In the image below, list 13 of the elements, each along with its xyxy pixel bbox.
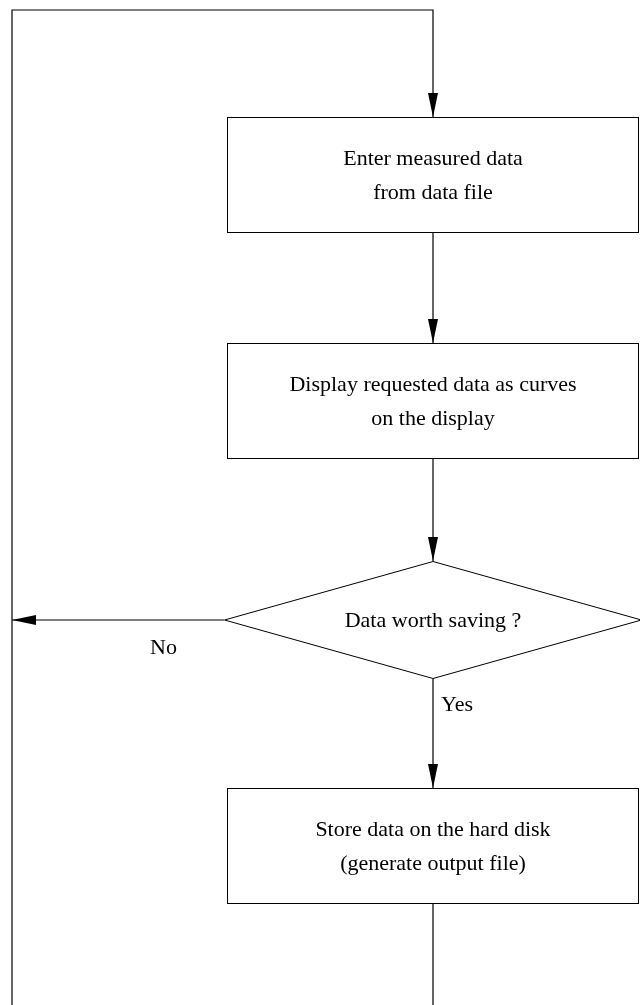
arrow: [11, 9, 438, 1005]
arrow: [11, 615, 225, 625]
node-text: Store data on the hard disk (generate output file): [314, 815, 552, 877]
arrow: [428, 232, 438, 344]
process-box: [227, 788, 639, 904]
node-text: Enter measured data from data file: [342, 144, 524, 206]
decision-diamond: [224, 561, 640, 679]
arrow: [428, 458, 438, 562]
arrow: [428, 678, 438, 789]
node-text: Data worth saving ?: [344, 606, 522, 634]
process-box: [227, 343, 639, 459]
node-text: Display requested data as curves on the display: [288, 370, 578, 432]
process-box: [227, 117, 639, 233]
